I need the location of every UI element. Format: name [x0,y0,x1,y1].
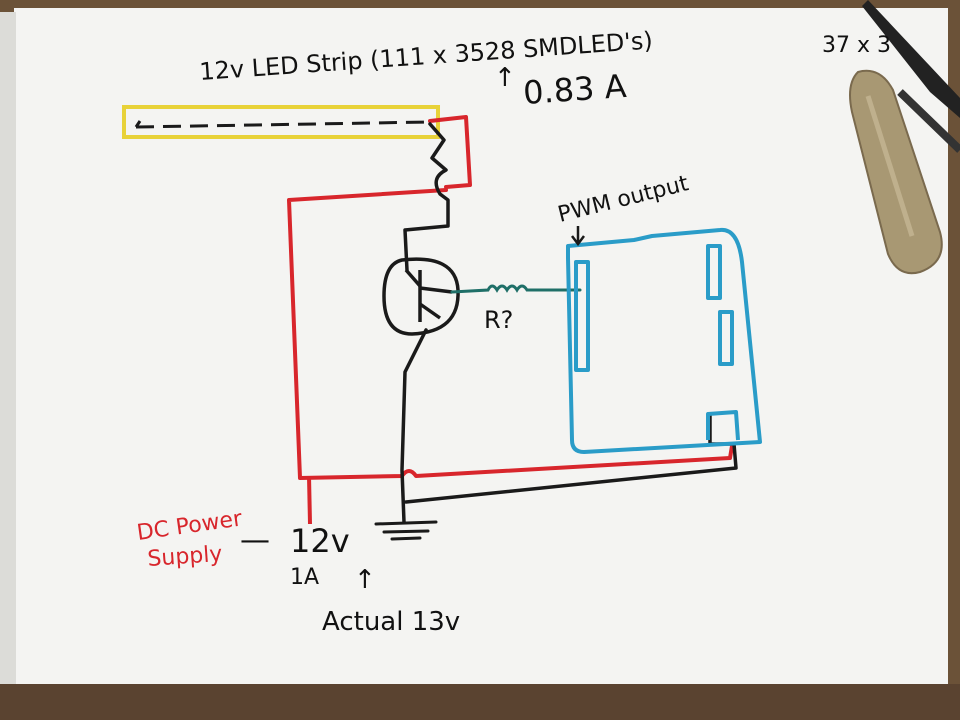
transistor-symbol [382,257,460,336]
power-supply-label-line2: Supply [147,542,224,572]
corner-note: 37 x 3 [822,33,891,58]
supply-dash: — [240,523,270,558]
strip-to-transistor-wire [403,122,450,272]
resistor-symbol [450,284,582,294]
paper-shadow-left [0,12,16,684]
supply-current: 1A [290,565,319,590]
ground-symbol [374,520,438,541]
supply-voltage: 12v [290,522,350,560]
current-arrow: ↑ [494,63,516,93]
strip-current-value: 0.83 A [522,67,628,112]
desk-bottom [0,684,960,720]
actual-voltage-note: Actual 13v [322,607,460,637]
positive-wire-supply-lead [307,475,312,525]
pwm-arrow [571,226,585,247]
pocket-knife-icon [849,69,943,275]
pen-icon [862,0,960,153]
microcontroller-board [566,227,762,454]
resistor-label: R? [484,306,513,334]
actual-voltage-arrow: ↑ [354,565,376,595]
positive-wire [287,115,734,480]
paper-sheet [14,8,948,684]
